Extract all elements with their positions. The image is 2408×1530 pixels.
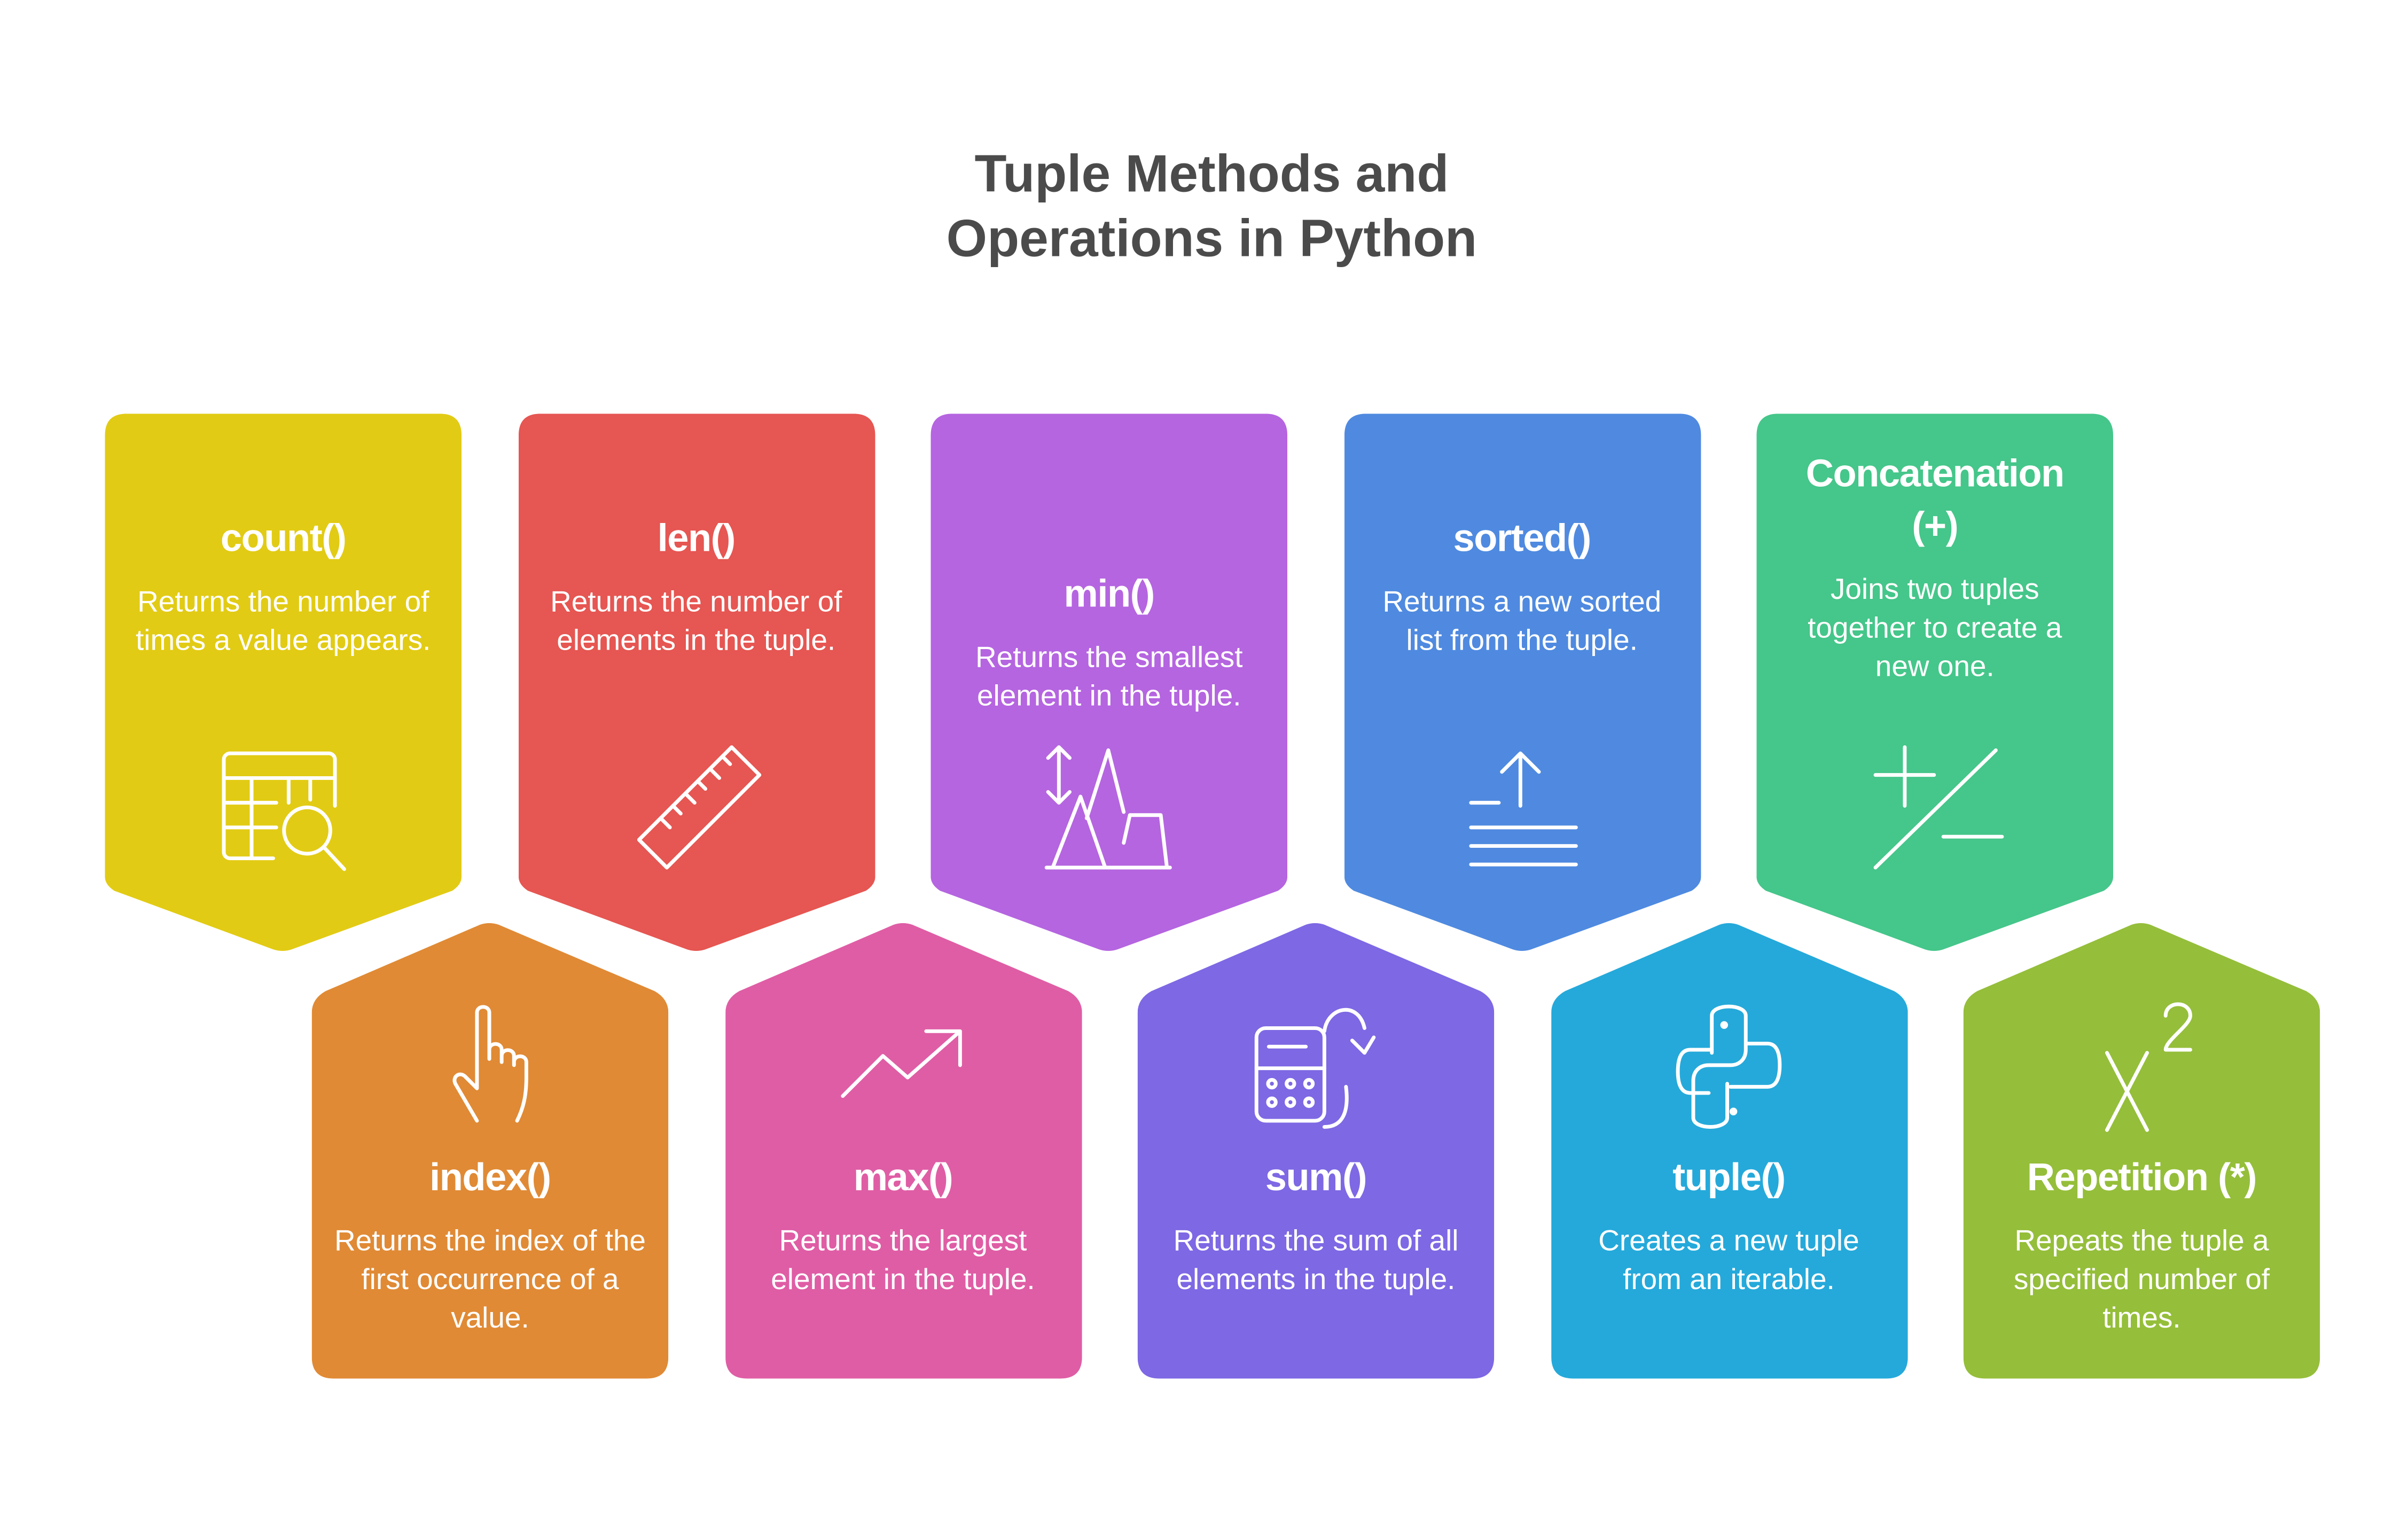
card-shape [105,413,462,951]
card-tuple: tuple() Creates a new tuple from an iter… [1550,923,1907,1459]
card-description: Returns the smallest element in the tupl… [975,642,1243,714]
card-shape [1756,413,2113,951]
card-shape [518,413,875,951]
plus-minus-icon [1865,741,2004,888]
card-text: tuple() Creates a new tuple from an iter… [1551,1152,1907,1300]
card-shape [1343,413,1701,951]
card-description: Returns the number of times a value appe… [136,587,431,658]
card-shape [931,413,1288,951]
card-text: max() Returns the largest element in the… [725,1152,1082,1300]
card-description: Returns the largest element in the tuple… [771,1225,1035,1297]
card-description: Returns the number of elements in the tu… [550,587,842,658]
python-logo-icon [1659,997,1798,1144]
card-index: index() Returns the index of the first o… [311,923,669,1459]
card-text: Concatenation (+) Joins two tuples toget… [1756,448,2113,687]
card-count: count() Returns the number of times a va… [105,413,462,951]
card-description: Creates a new tuple from an iterable. [1598,1225,1859,1297]
card-text: min() Returns the smallest element in th… [931,568,1287,716]
card-shape [1550,923,1907,1379]
ruler-icon [627,741,765,888]
title-line-2: Operations in Python [946,209,1477,269]
card-title: Repetition (*) [2027,1156,2257,1200]
table-search-icon [214,741,353,888]
trending-up-icon [833,997,972,1144]
card-shape [311,923,669,1379]
x-squared-icon [2072,997,2211,1144]
card-title: max() [853,1156,953,1200]
card-text: count() Returns the number of times a va… [105,512,462,660]
card-text: len() Returns the number of elements in … [518,512,874,660]
card-title: min() [1064,573,1155,616]
card-title: sum() [1265,1156,1367,1200]
card-title: sorted() [1453,517,1592,560]
card-text: sorted() Returns a new sorted list from … [1343,512,1700,660]
page-title: Tuple Methods and Operations in Python [0,142,2408,272]
card-text: Repetition (*) Repeats the tuple a speci… [1964,1152,2320,1339]
title-line-1: Tuple Methods and [974,145,1449,204]
card-sorted: sorted() Returns a new sorted list from … [1343,413,1701,951]
card-text: sum() Returns the sum of all elements in… [1138,1152,1495,1300]
card-title: Concatenation (+) [1805,452,2065,548]
card-description: Returns a new sorted list from the tuple… [1382,587,1662,658]
card-concatenation: Concatenation (+) Joins two tuples toget… [1756,413,2113,951]
card-shape [724,923,1082,1379]
card-shape [1137,923,1495,1379]
card-max: max() Returns the largest element in the… [724,923,1082,1459]
card-len: len() Returns the number of elements in … [518,413,875,951]
sort-upload-icon [1452,741,1591,888]
card-repetition: Repetition (*) Repeats the tuple a speci… [1963,923,2320,1459]
calculator-cycle-icon [1246,997,1385,1144]
card-description: Repeats the tuple a specified number of … [2013,1225,2270,1336]
card-shape [1963,923,2320,1379]
card-description: Joins two tuples together to create a ne… [1808,574,2062,684]
card-description: Returns the index of the first occurrenc… [334,1225,646,1336]
card-title: index() [429,1156,551,1200]
mountains-arrow-icon [1039,741,1178,888]
card-sum: sum() Returns the sum of all elements in… [1137,923,1495,1459]
card-title: len() [657,517,736,560]
card-description: Returns the sum of all elements in the t… [1173,1225,1459,1297]
card-title: count() [220,517,347,560]
pointing-hand-icon [420,997,559,1144]
card-min: min() Returns the smallest element in th… [931,413,1288,951]
card-text: index() Returns the index of the first o… [312,1152,669,1339]
card-title: tuple() [1672,1156,1786,1200]
